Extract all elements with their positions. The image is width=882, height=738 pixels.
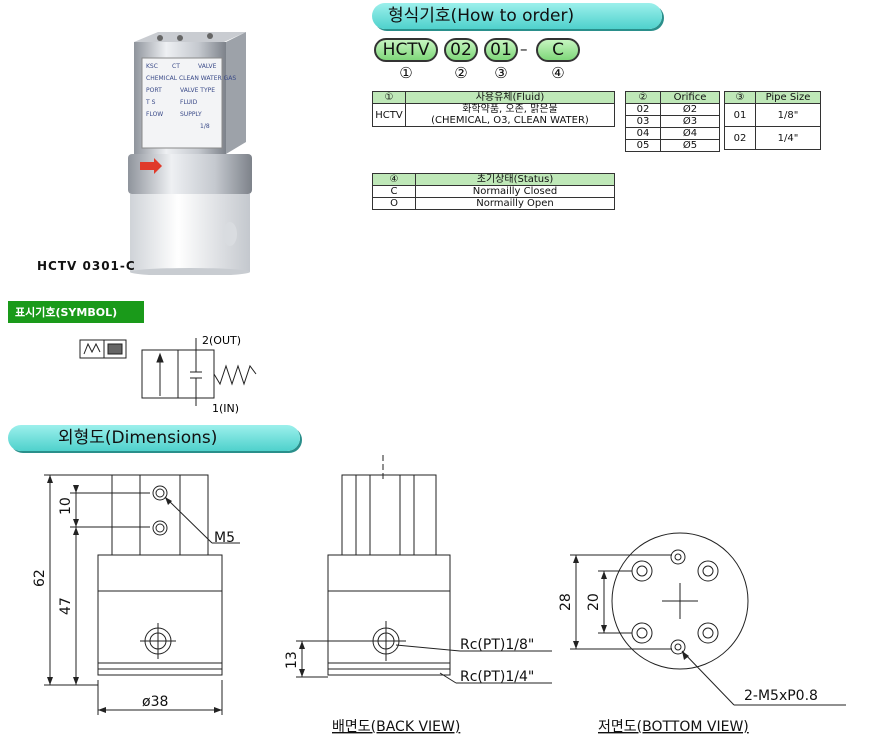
svg-text:CHEMICAL CLEAN WATER GAS: CHEMICAL CLEAN WATER GAS [146, 75, 236, 82]
svg-text:VALVE TYPE: VALVE TYPE [180, 87, 215, 94]
symbol-title: 표시기호(SYMBOL) [8, 301, 144, 323]
product-photo: KSC CT VALVE CHEMICAL CLEAN WATER GAS PORT… [100, 10, 280, 276]
svg-text:VALVE: VALVE [198, 63, 217, 70]
bottom-view-caption: 저면도(BOTTOM VIEW) [598, 719, 749, 735]
dim-20: 20 [586, 593, 602, 611]
svg-text:T S: T S [145, 99, 156, 106]
dim-rc18: Rc(PT)1/8" [460, 637, 534, 653]
number-3: ③ [494, 64, 508, 82]
order-title: 형식기호(How to order) [372, 3, 662, 29]
code-orifice: 02 [444, 38, 478, 62]
bottom-view [570, 532, 846, 706]
dim-62: 62 [32, 569, 48, 587]
dim-thread: 2-M5xP0.8 [744, 688, 818, 704]
svg-text:1/8: 1/8 [200, 123, 210, 130]
front-view [44, 474, 240, 715]
number-2: ② [454, 64, 468, 82]
symbol-out-label: 2(OUT) [202, 334, 241, 347]
dim-m5: M5 [214, 530, 235, 546]
code-status: C [536, 38, 580, 62]
dimensions-title: 외형도(Dimensions) [8, 425, 300, 451]
dim-13: 13 [284, 651, 300, 669]
dimension-drawings: 10 62 47 M5 ø38 13 Rc(PT)1/8" Rc(PT)1/4"… [32, 455, 846, 735]
svg-text:KSC: KSC [146, 63, 158, 70]
svg-text:FLOW: FLOW [146, 111, 163, 118]
product-caption: HCTV 0301-C [37, 259, 136, 273]
svg-text:CT: CT [172, 63, 180, 70]
svg-text:PORT: PORT [146, 87, 162, 94]
dim-rc14: Rc(PT)1/4" [460, 669, 534, 685]
back-view [296, 455, 552, 684]
code-pipe: 01 [484, 38, 518, 62]
svg-text:FLUID: FLUID [180, 99, 198, 106]
dim-47: 47 [58, 597, 74, 615]
svg-text:SUPPLY: SUPPLY [180, 111, 202, 118]
code-model: HCTV [374, 38, 438, 62]
dim-10: 10 [58, 497, 74, 515]
symbol-in-label: 1(IN) [212, 402, 239, 415]
back-view-caption: 배면도(BACK VIEW) [332, 719, 460, 735]
valve-symbol: 2(OUT) 1(IN) [79, 334, 257, 415]
dim-28: 28 [558, 593, 574, 611]
number-4: ④ [551, 64, 565, 82]
number-1: ① [399, 64, 413, 82]
code-dash: – [520, 40, 528, 58]
dim-dia38: ø38 [142, 694, 168, 710]
